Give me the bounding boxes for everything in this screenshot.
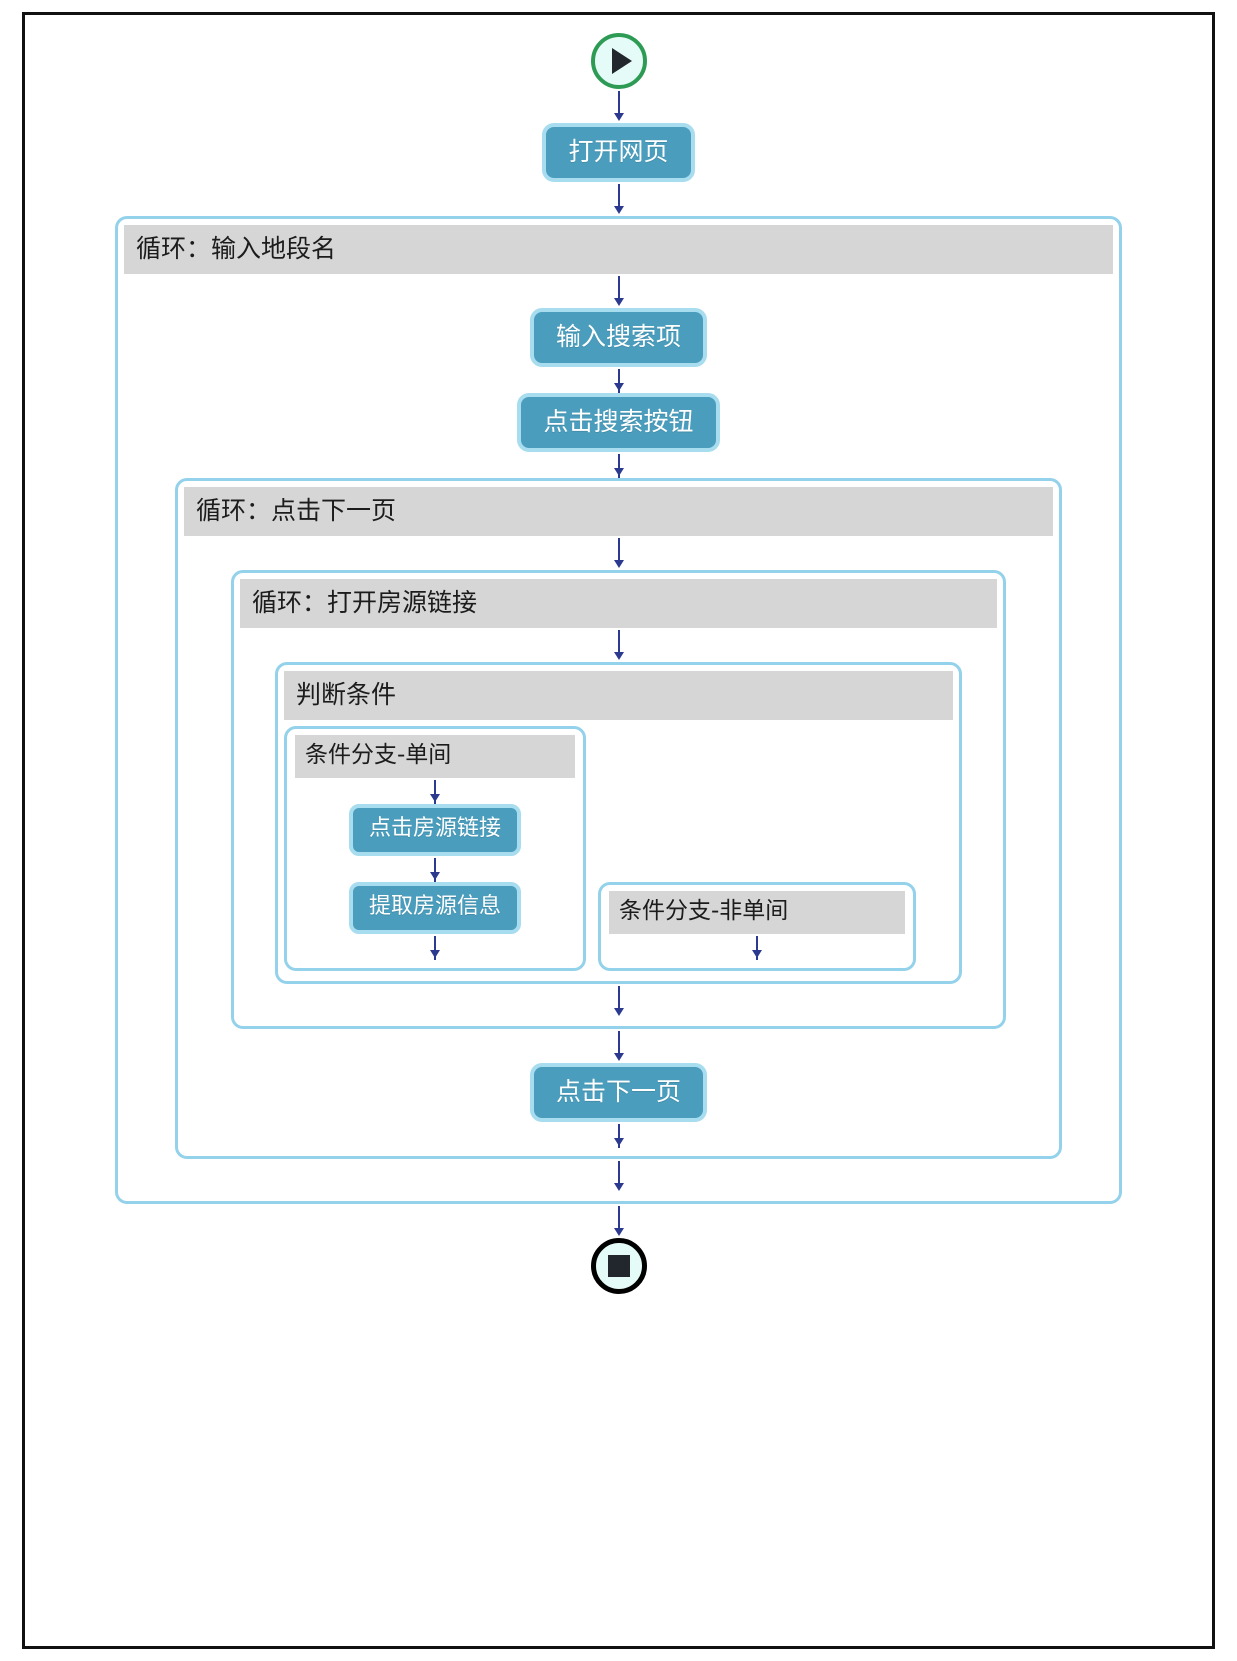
page-frame: 打开网页 循环：输入地段名 输入搜索项 点击搜索按钮 循环：点击下一页	[22, 12, 1215, 1649]
connector-arrow-icon	[426, 778, 444, 804]
branch-not-single-room-header: 条件分支-非单间	[609, 891, 905, 934]
connector-arrow-icon	[610, 367, 628, 393]
connector-arrow-icon	[610, 274, 628, 308]
connector-arrow-icon	[426, 856, 444, 882]
connector-arrow-icon	[610, 182, 628, 216]
action-click-next-page[interactable]: 点击下一页	[529, 1063, 707, 1122]
action-open-page[interactable]: 打开网页	[542, 123, 695, 182]
loop-district-container[interactable]: 循环：输入地段名 输入搜索项 点击搜索按钮 循环：点击下一页	[115, 216, 1122, 1204]
connector-arrow-icon	[610, 1159, 628, 1193]
connector-arrow-icon	[610, 536, 628, 570]
flow-root: 打开网页 循环：输入地段名 输入搜索项 点击搜索按钮 循环：点击下一页	[25, 15, 1212, 1646]
condition-container[interactable]: 判断条件 条件分支-单间 点击房源链接	[275, 662, 962, 984]
connector-arrow-icon	[610, 1029, 628, 1063]
connector-arrow-icon	[610, 452, 628, 478]
loop-district-body: 输入搜索项 点击搜索按钮 循环：点击下一页 循环：打开房源链接	[124, 274, 1113, 1193]
connector-arrow-icon	[748, 934, 766, 960]
connector-arrow-icon	[610, 984, 628, 1018]
branch-single-room-body: 点击房源链接 提取房源信息	[295, 778, 575, 960]
branch-not-single-room-container[interactable]: 条件分支-非单间	[598, 882, 916, 971]
condition-branch-row: 条件分支-单间 点击房源链接 提取房源信息	[284, 720, 953, 973]
connector-arrow-icon	[426, 934, 444, 960]
connector-arrow-icon	[610, 628, 628, 662]
branch-not-single-room-body	[609, 934, 905, 960]
loop-district-header: 循环：输入地段名	[124, 225, 1113, 274]
end-node[interactable]	[590, 1238, 647, 1294]
condition-header: 判断条件	[284, 671, 953, 720]
connector-arrow-icon	[610, 1204, 628, 1238]
loop-open-listing-body: 判断条件 条件分支-单间 点击房源链接	[240, 628, 997, 1018]
action-extract-listing-info[interactable]: 提取房源信息	[348, 882, 521, 934]
loop-next-page-container[interactable]: 循环：点击下一页 循环：打开房源链接 判断条件	[175, 478, 1062, 1159]
loop-open-listing-container[interactable]: 循环：打开房源链接 判断条件	[231, 570, 1006, 1029]
loop-open-listing-header: 循环：打开房源链接	[240, 579, 997, 628]
stop-icon	[607, 1255, 630, 1277]
loop-next-page-header: 循环：点击下一页	[184, 487, 1053, 536]
play-icon	[611, 48, 632, 74]
loop-next-page-body: 循环：打开房源链接 判断条件	[184, 536, 1053, 1148]
connector-arrow-icon	[610, 89, 628, 123]
action-click-search-button[interactable]: 点击搜索按钮	[517, 393, 720, 452]
start-node[interactable]	[590, 33, 647, 89]
connector-arrow-icon	[610, 1122, 628, 1148]
branch-single-room-header: 条件分支-单间	[295, 735, 575, 778]
action-input-search-term[interactable]: 输入搜索项	[529, 308, 707, 367]
action-click-listing-link[interactable]: 点击房源链接	[348, 804, 521, 856]
branch-single-room-container[interactable]: 条件分支-单间 点击房源链接 提取房源信息	[284, 726, 586, 971]
